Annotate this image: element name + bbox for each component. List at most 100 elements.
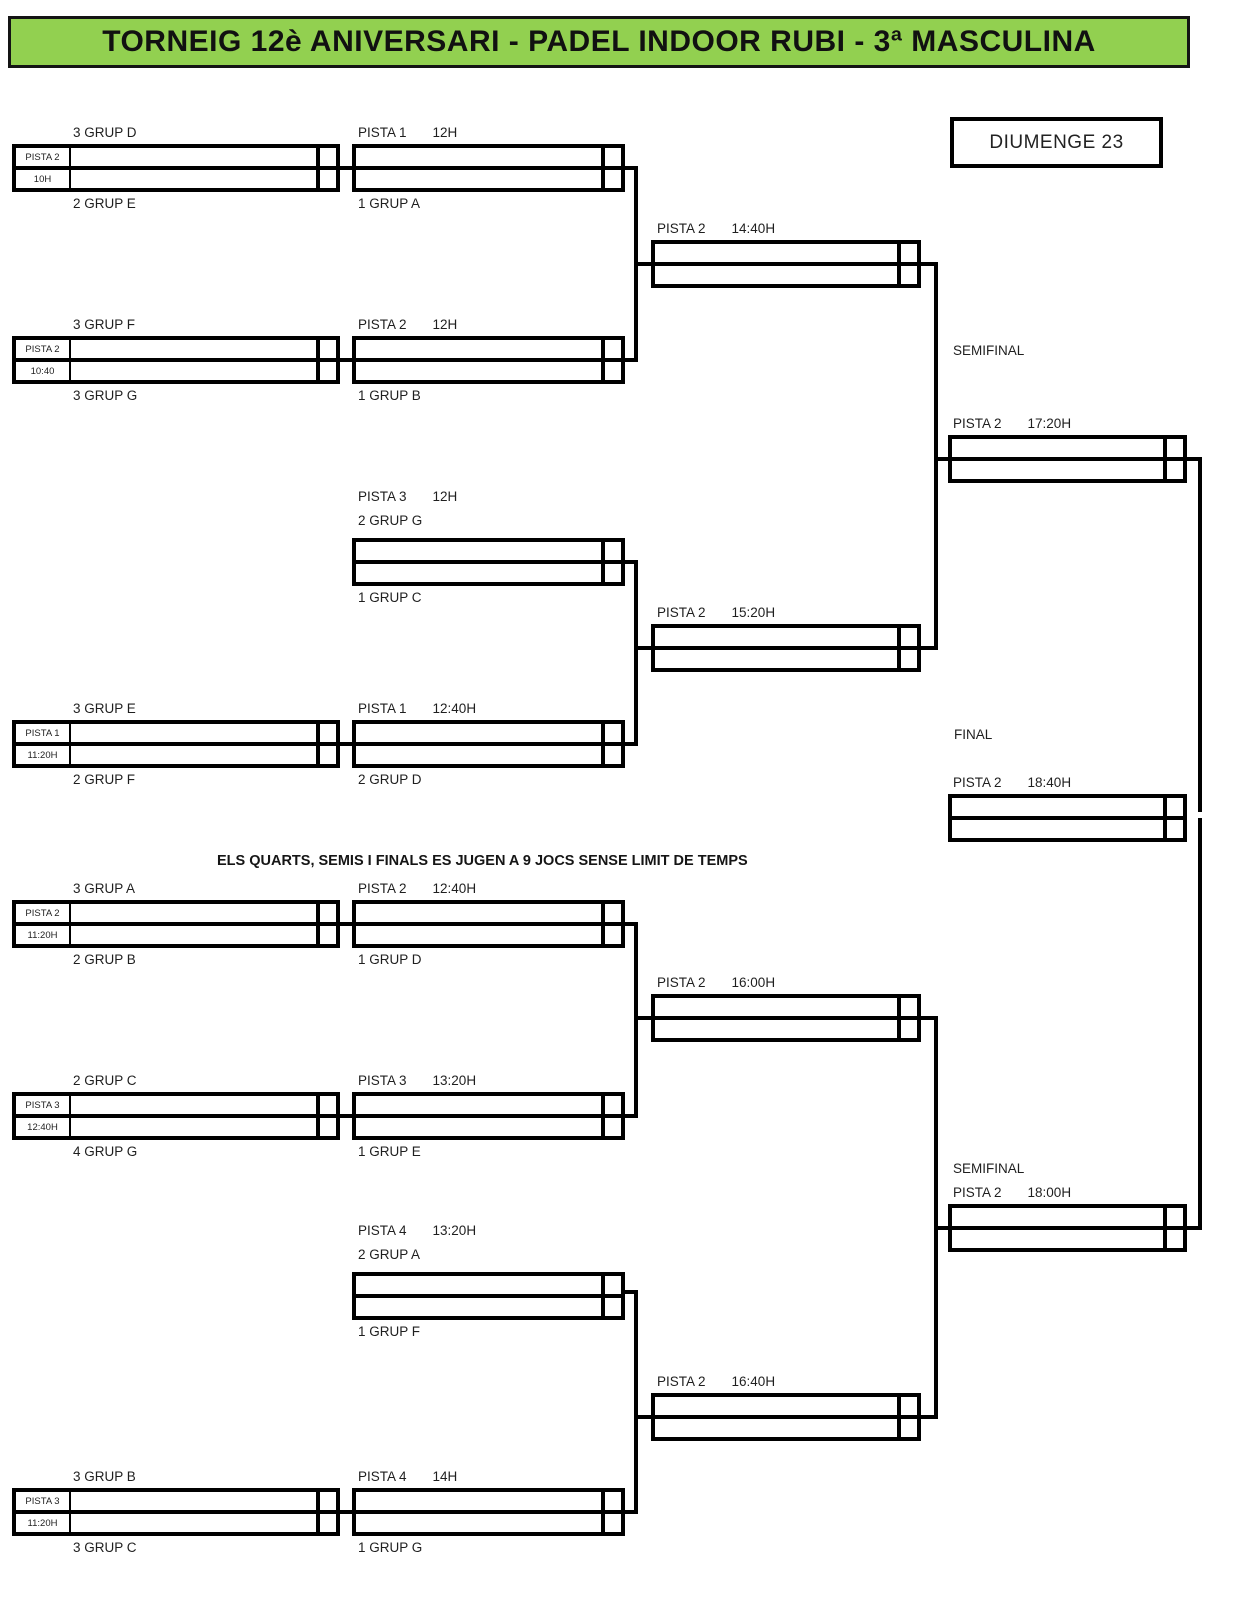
- connector-line: [625, 560, 638, 564]
- match-box: PISTA 3 11:20H: [12, 1488, 340, 1536]
- pista-label: PISTA 3: [25, 1495, 60, 1507]
- time-label: 16:00H: [731, 975, 776, 990]
- pista-label: PISTA 1: [25, 727, 60, 739]
- match-divider: [655, 1415, 917, 1419]
- match-box: [651, 240, 921, 288]
- time-label: 16:40H: [731, 1374, 776, 1389]
- side-label-divider: [69, 1096, 71, 1136]
- match-header: PISTA 2 18:40H: [953, 775, 1071, 791]
- score-column-line: [316, 340, 320, 380]
- score-column-line: [601, 904, 605, 944]
- connector-line: [340, 1510, 352, 1514]
- team-seed-label: 1 GRUP F: [358, 1324, 421, 1339]
- connector-line: [934, 457, 948, 461]
- match-divider: [356, 742, 621, 746]
- connector-line: [634, 1415, 651, 1419]
- team-seed-label: 2 GRUP G: [358, 513, 423, 528]
- time-label: 12:40H: [432, 881, 477, 896]
- connector-line: [625, 1114, 638, 1118]
- match-box: [352, 1272, 625, 1320]
- connector-line: [921, 646, 938, 650]
- score-column-line: [601, 724, 605, 764]
- pista-label: PISTA 2: [25, 151, 60, 163]
- score-column-line: [1163, 1208, 1167, 1248]
- score-column-line: [316, 1492, 320, 1532]
- team-seed-label: 4 GRUP G: [73, 1144, 138, 1159]
- match-box: PISTA 2 10H: [12, 144, 340, 192]
- time-label: 11:20H: [27, 929, 58, 941]
- team-seed-label: 2 GRUP A: [358, 1247, 421, 1262]
- score-column-line: [316, 1096, 320, 1136]
- score-column-line: [897, 998, 901, 1038]
- pista-label: PISTA 4: [358, 1469, 407, 1484]
- match-header: PISTA 2 12H: [358, 317, 457, 333]
- connector-line: [340, 166, 352, 170]
- date-box: DIUMENGE 23: [950, 117, 1163, 168]
- side-label-divider: [69, 904, 71, 944]
- match-header: PISTA 2 16:00H: [657, 975, 775, 991]
- match-divider: [655, 1016, 917, 1020]
- match-divider: [16, 922, 336, 926]
- team-seed-label: 3 GRUP B: [73, 1469, 136, 1484]
- side-label-divider: [69, 340, 71, 380]
- team-seed-label: 2 GRUP E: [73, 196, 136, 211]
- connector-line: [625, 166, 638, 170]
- time-label: 12H: [432, 489, 458, 504]
- match-box: [948, 435, 1187, 483]
- pista-label: PISTA 2: [358, 881, 407, 896]
- connector-line: [1187, 1226, 1202, 1230]
- match-box: [651, 1393, 921, 1441]
- side-label-divider: [69, 148, 71, 188]
- match-header: PISTA 2 18:00H: [953, 1185, 1071, 1201]
- match-divider: [952, 457, 1183, 461]
- score-column-line: [1163, 798, 1167, 838]
- match-header: PISTA 3 12H: [358, 489, 457, 505]
- match-header: PISTA 2 12:40H: [358, 881, 476, 897]
- team-seed-label: 1 GRUP A: [358, 196, 421, 211]
- pista-label: PISTA 2: [953, 416, 1002, 431]
- time-label: 12:40H: [432, 701, 477, 716]
- match-divider: [356, 1510, 621, 1514]
- team-seed-label: 1 GRUP E: [358, 1144, 421, 1159]
- team-seed-label: 3 GRUP F: [73, 317, 136, 332]
- connector-line: [340, 1114, 352, 1118]
- match-header: PISTA 2 16:40H: [657, 1374, 775, 1390]
- match-divider: [16, 742, 336, 746]
- score-column-line: [316, 724, 320, 764]
- score-column-line: [601, 1096, 605, 1136]
- score-column-line: [897, 628, 901, 668]
- score-column-line: [601, 1276, 605, 1316]
- title-banner: TORNEIG 12è ANIVERSARI - PADEL INDOOR RU…: [8, 16, 1190, 68]
- score-column-line: [601, 542, 605, 582]
- connector-line: [340, 922, 352, 926]
- match-box: [352, 538, 625, 586]
- match-divider: [356, 560, 621, 564]
- pista-label: PISTA 2: [657, 975, 706, 990]
- connector-line: [634, 262, 651, 266]
- pista-label: PISTA 1: [358, 701, 407, 716]
- connector-line: [625, 358, 638, 362]
- side-label-divider: [69, 724, 71, 764]
- match-box: [352, 720, 625, 768]
- match-divider: [655, 646, 917, 650]
- pista-label: PISTA 2: [358, 317, 407, 332]
- connector-line: [634, 1016, 651, 1020]
- connector-line: [634, 922, 638, 1118]
- connector-line: [625, 1510, 638, 1514]
- score-column-line: [1163, 439, 1167, 479]
- team-seed-label: 3 GRUP C: [73, 1540, 137, 1555]
- time-label: 18:40H: [1027, 775, 1072, 790]
- time-label: 10:40: [30, 365, 55, 377]
- connector-line: [921, 1016, 938, 1020]
- team-seed-label: 1 GRUP B: [358, 388, 421, 403]
- time-label: 11:20H: [27, 1517, 58, 1529]
- connector-line: [921, 262, 938, 266]
- match-box: [948, 1204, 1187, 1252]
- match-divider: [16, 1510, 336, 1514]
- score-column-line: [601, 340, 605, 380]
- time-label: 13:20H: [432, 1223, 477, 1238]
- team-seed-label: 2 GRUP F: [73, 772, 136, 787]
- match-header: PISTA 1 12H: [358, 125, 457, 141]
- connector-line: [921, 1415, 938, 1419]
- time-label: 12:40H: [27, 1121, 58, 1133]
